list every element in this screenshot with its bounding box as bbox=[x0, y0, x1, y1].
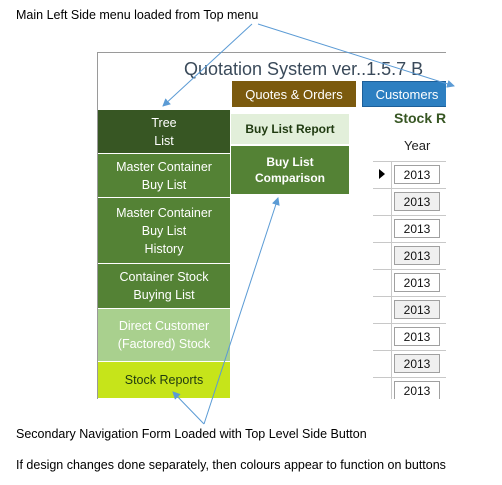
year-cell[interactable]: 2013 bbox=[394, 246, 440, 265]
side-button-label: Stock Reports bbox=[124, 373, 204, 387]
side-button-direct-customer-factored-stock[interactable]: Direct Customer (Factored) Stock bbox=[98, 309, 230, 362]
record-selector[interactable] bbox=[373, 189, 392, 215]
record-selector[interactable] bbox=[373, 162, 392, 188]
side-button-stock-reports[interactable]: Stock Reports bbox=[98, 362, 230, 399]
side-button-label: Buying List bbox=[133, 288, 195, 302]
secondary-button-buy-list-report[interactable]: Buy List Report bbox=[231, 114, 349, 144]
year-grid: 2013 2013 2013 2013 2013 2013 2013 2013 bbox=[373, 161, 446, 399]
app-title: Quotation System ver..1.5.7 B bbox=[184, 59, 424, 79]
secondary-button-label: Buy List Report bbox=[245, 122, 335, 136]
table-row[interactable]: 2013 bbox=[373, 215, 446, 242]
annotation-top-note: Main Left Side menu loaded from Top menu bbox=[16, 8, 259, 22]
side-button-master-container-buy-list-history[interactable]: Master Container Buy List History bbox=[98, 198, 230, 264]
current-record-arrow-icon bbox=[379, 169, 385, 179]
record-selector[interactable] bbox=[373, 270, 392, 296]
year-cell[interactable]: 2013 bbox=[394, 381, 440, 399]
side-button-label: Buy List bbox=[141, 223, 187, 238]
year-cell[interactable]: 2013 bbox=[394, 354, 440, 373]
year-cell[interactable]: 2013 bbox=[394, 192, 440, 211]
side-button-container-stock-buying-list[interactable]: Container Stock Buying List bbox=[98, 264, 230, 309]
table-row[interactable]: 2013 bbox=[373, 188, 446, 215]
arrow-to-secondary-nav bbox=[203, 197, 280, 425]
side-button-label: Master Container bbox=[116, 159, 212, 174]
tab-quotes-orders[interactable]: Quotes & Orders bbox=[232, 81, 356, 107]
table-row[interactable]: 2013 bbox=[373, 323, 446, 350]
record-selector[interactable] bbox=[373, 378, 392, 399]
side-button-label: History bbox=[144, 241, 184, 256]
secondary-button-label: Comparison bbox=[254, 171, 325, 185]
column-header-year: Year bbox=[404, 138, 431, 153]
year-cell[interactable]: 2013 bbox=[394, 219, 440, 238]
side-button-master-container-buy-list[interactable]: Master Container Buy List bbox=[98, 154, 230, 198]
record-selector[interactable] bbox=[373, 297, 392, 323]
annotation-design-note: If design changes done separately, then … bbox=[16, 458, 446, 472]
side-button-label: Tree bbox=[151, 115, 177, 130]
arrow-to-side-menu bbox=[162, 23, 253, 107]
side-button-tree-list[interactable]: Tree List bbox=[98, 110, 230, 154]
year-cell[interactable]: 2013 bbox=[394, 327, 440, 346]
side-button-label: Container Stock bbox=[119, 270, 209, 284]
annotation-secondary-nav-note: Secondary Navigation Form Loaded with To… bbox=[16, 427, 367, 441]
arrow-to-top-menu bbox=[257, 23, 455, 88]
year-cell[interactable]: 2013 bbox=[394, 165, 440, 184]
secondary-button-buy-list-comparison[interactable]: Buy List Comparison bbox=[231, 146, 349, 194]
side-button-label: Direct Customer bbox=[118, 319, 210, 333]
year-cell[interactable]: 2013 bbox=[394, 300, 440, 319]
table-row[interactable]: 2013 bbox=[373, 377, 446, 399]
record-selector[interactable] bbox=[373, 216, 392, 242]
table-row[interactable]: 2013 bbox=[373, 161, 446, 188]
side-button-label: Buy List bbox=[141, 177, 187, 192]
side-button-label: List bbox=[154, 133, 174, 148]
form-title: Stock R bbox=[394, 110, 446, 126]
table-row[interactable]: 2013 bbox=[373, 269, 446, 296]
record-selector[interactable] bbox=[373, 243, 392, 269]
table-row[interactable]: 2013 bbox=[373, 350, 446, 377]
record-selector[interactable] bbox=[373, 351, 392, 377]
year-cell[interactable]: 2013 bbox=[394, 273, 440, 292]
table-row[interactable]: 2013 bbox=[373, 242, 446, 269]
table-row[interactable]: 2013 bbox=[373, 296, 446, 323]
arrow-to-stock-reports bbox=[172, 391, 205, 425]
secondary-button-label: Buy List bbox=[266, 155, 314, 169]
record-selector[interactable] bbox=[373, 324, 392, 350]
side-button-label: Master Container bbox=[116, 205, 212, 220]
tab-customers[interactable]: Customers bbox=[362, 81, 446, 107]
side-button-label: (Factored) Stock bbox=[117, 337, 211, 351]
app-window: Quotation System ver..1.5.7 B Quotes & O… bbox=[97, 52, 446, 399]
